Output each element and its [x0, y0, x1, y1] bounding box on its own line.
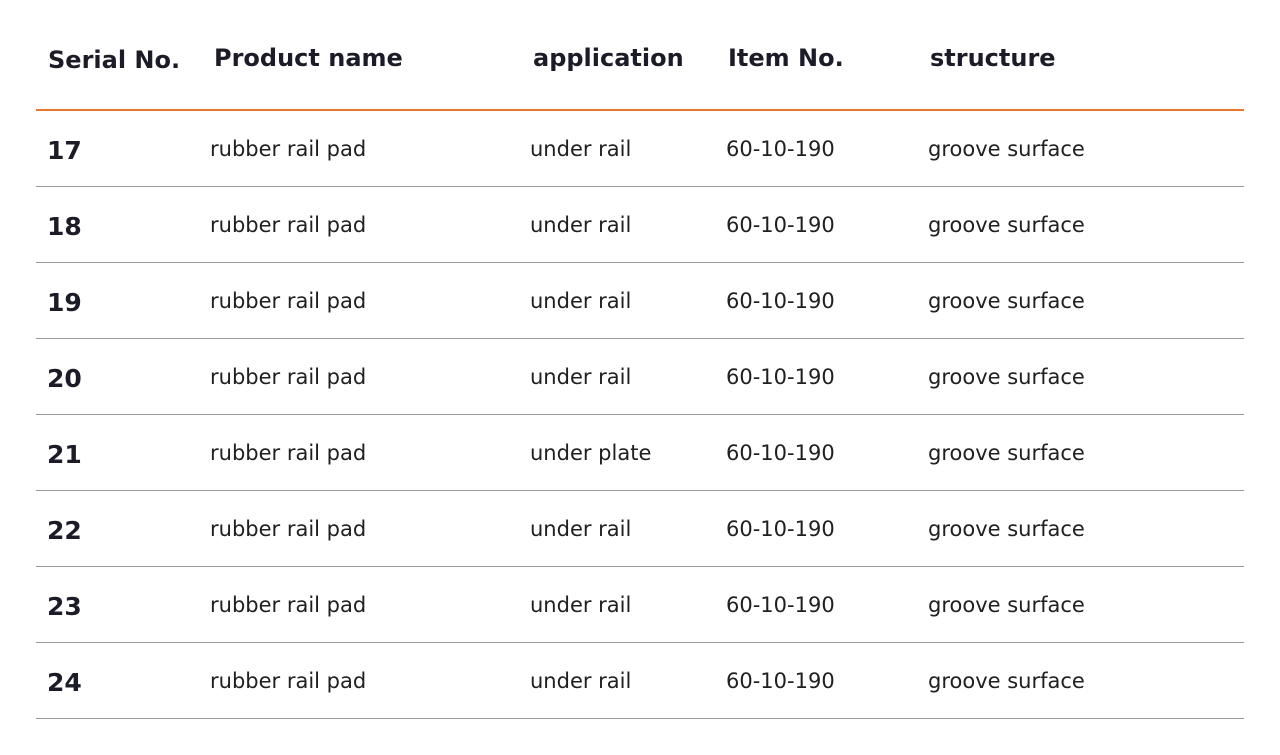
application-cell: under rail — [530, 137, 632, 161]
item-no-cell: 60-10-190 — [726, 213, 835, 237]
structure-cell: groove surface — [928, 213, 1085, 237]
structure-cell: groove surface — [928, 289, 1085, 313]
structure-cell: groove surface — [928, 593, 1085, 617]
table-row: 24 rubber rail pad under rail 60-10-190 … — [36, 643, 1244, 719]
header-serial-no: Serial No. — [48, 46, 181, 74]
application-cell: under rail — [530, 517, 632, 541]
product-name-cell: rubber rail pad — [210, 289, 367, 313]
table-row: 19 rubber rail pad under rail 60-10-190 … — [36, 263, 1244, 339]
structure-cell: groove surface — [928, 669, 1085, 693]
product-name-cell: rubber rail pad — [210, 593, 367, 617]
product-table: Serial No. Product name application Item… — [36, 0, 1244, 719]
structure-cell: groove surface — [928, 441, 1085, 465]
application-cell: under rail — [530, 593, 632, 617]
serial-no-cell: 17 — [47, 136, 82, 165]
table-row: 23 rubber rail pad under rail 60-10-190 … — [36, 567, 1244, 643]
product-name-cell: rubber rail pad — [210, 365, 367, 389]
table-header: Serial No. Product name application Item… — [36, 0, 1244, 111]
application-cell: under rail — [530, 213, 632, 237]
table-row: 20 rubber rail pad under rail 60-10-190 … — [36, 339, 1244, 415]
product-name-cell: rubber rail pad — [210, 213, 367, 237]
header-structure: structure — [930, 44, 1056, 72]
table-row: 22 rubber rail pad under rail 60-10-190 … — [36, 491, 1244, 567]
application-cell: under plate — [530, 441, 652, 465]
item-no-cell: 60-10-190 — [726, 593, 835, 617]
product-name-cell: rubber rail pad — [210, 441, 367, 465]
structure-cell: groove surface — [928, 365, 1085, 389]
serial-no-cell: 20 — [47, 364, 82, 393]
serial-no-cell: 18 — [47, 212, 82, 241]
serial-no-cell: 24 — [47, 668, 82, 697]
item-no-cell: 60-10-190 — [726, 365, 835, 389]
header-item-no: Item No. — [728, 44, 844, 72]
product-name-cell: rubber rail pad — [210, 517, 367, 541]
serial-no-cell: 22 — [47, 516, 82, 545]
item-no-cell: 60-10-190 — [726, 669, 835, 693]
item-no-cell: 60-10-190 — [726, 137, 835, 161]
serial-no-cell: 23 — [47, 592, 82, 621]
header-application: application — [533, 44, 684, 72]
header-product-name: Product name — [214, 44, 403, 72]
table-row: 21 rubber rail pad under plate 60-10-190… — [36, 415, 1244, 491]
application-cell: under rail — [530, 289, 632, 313]
structure-cell: groove surface — [928, 137, 1085, 161]
table-row: 17 rubber rail pad under rail 60-10-190 … — [36, 111, 1244, 187]
serial-no-cell: 21 — [47, 440, 82, 469]
serial-no-cell: 19 — [47, 288, 82, 317]
application-cell: under rail — [530, 365, 632, 389]
product-name-cell: rubber rail pad — [210, 669, 367, 693]
table-row: 18 rubber rail pad under rail 60-10-190 … — [36, 187, 1244, 263]
application-cell: under rail — [530, 669, 632, 693]
item-no-cell: 60-10-190 — [726, 517, 835, 541]
product-name-cell: rubber rail pad — [210, 137, 367, 161]
item-no-cell: 60-10-190 — [726, 441, 835, 465]
item-no-cell: 60-10-190 — [726, 289, 835, 313]
structure-cell: groove surface — [928, 517, 1085, 541]
